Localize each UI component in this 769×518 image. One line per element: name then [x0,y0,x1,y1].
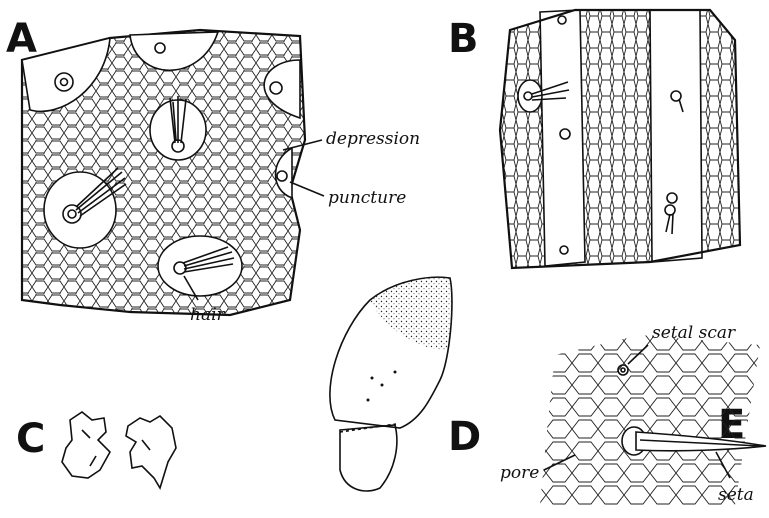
fragment-2 [126,416,176,488]
panel-a: A [6,16,420,325]
label-seta: seta [718,485,754,505]
antennal-segment [330,277,453,491]
label-pore: pore [500,463,539,483]
hair-socket-bottom [158,236,242,296]
label-puncture: puncture [328,188,406,208]
band-2 [650,10,702,262]
panel-e-cells [535,330,765,510]
panel-d-letter: D [448,414,481,460]
panel-b-cuticle [495,5,745,275]
panel-c: C [16,412,176,488]
label-hair: hair [190,305,226,325]
label-setal-scar: setal scar [652,323,736,343]
panel-a-letter: A [6,16,37,62]
puncture-leader [290,182,324,196]
panel-b-letter: B [448,16,479,62]
panel-e: E setal scar pore seta [500,323,766,510]
panel-d: D [330,277,481,491]
fragment-1 [62,412,110,478]
label-depression: depression [326,129,420,149]
panel-b: B [448,5,745,275]
panel-c-letter: C [16,416,45,462]
